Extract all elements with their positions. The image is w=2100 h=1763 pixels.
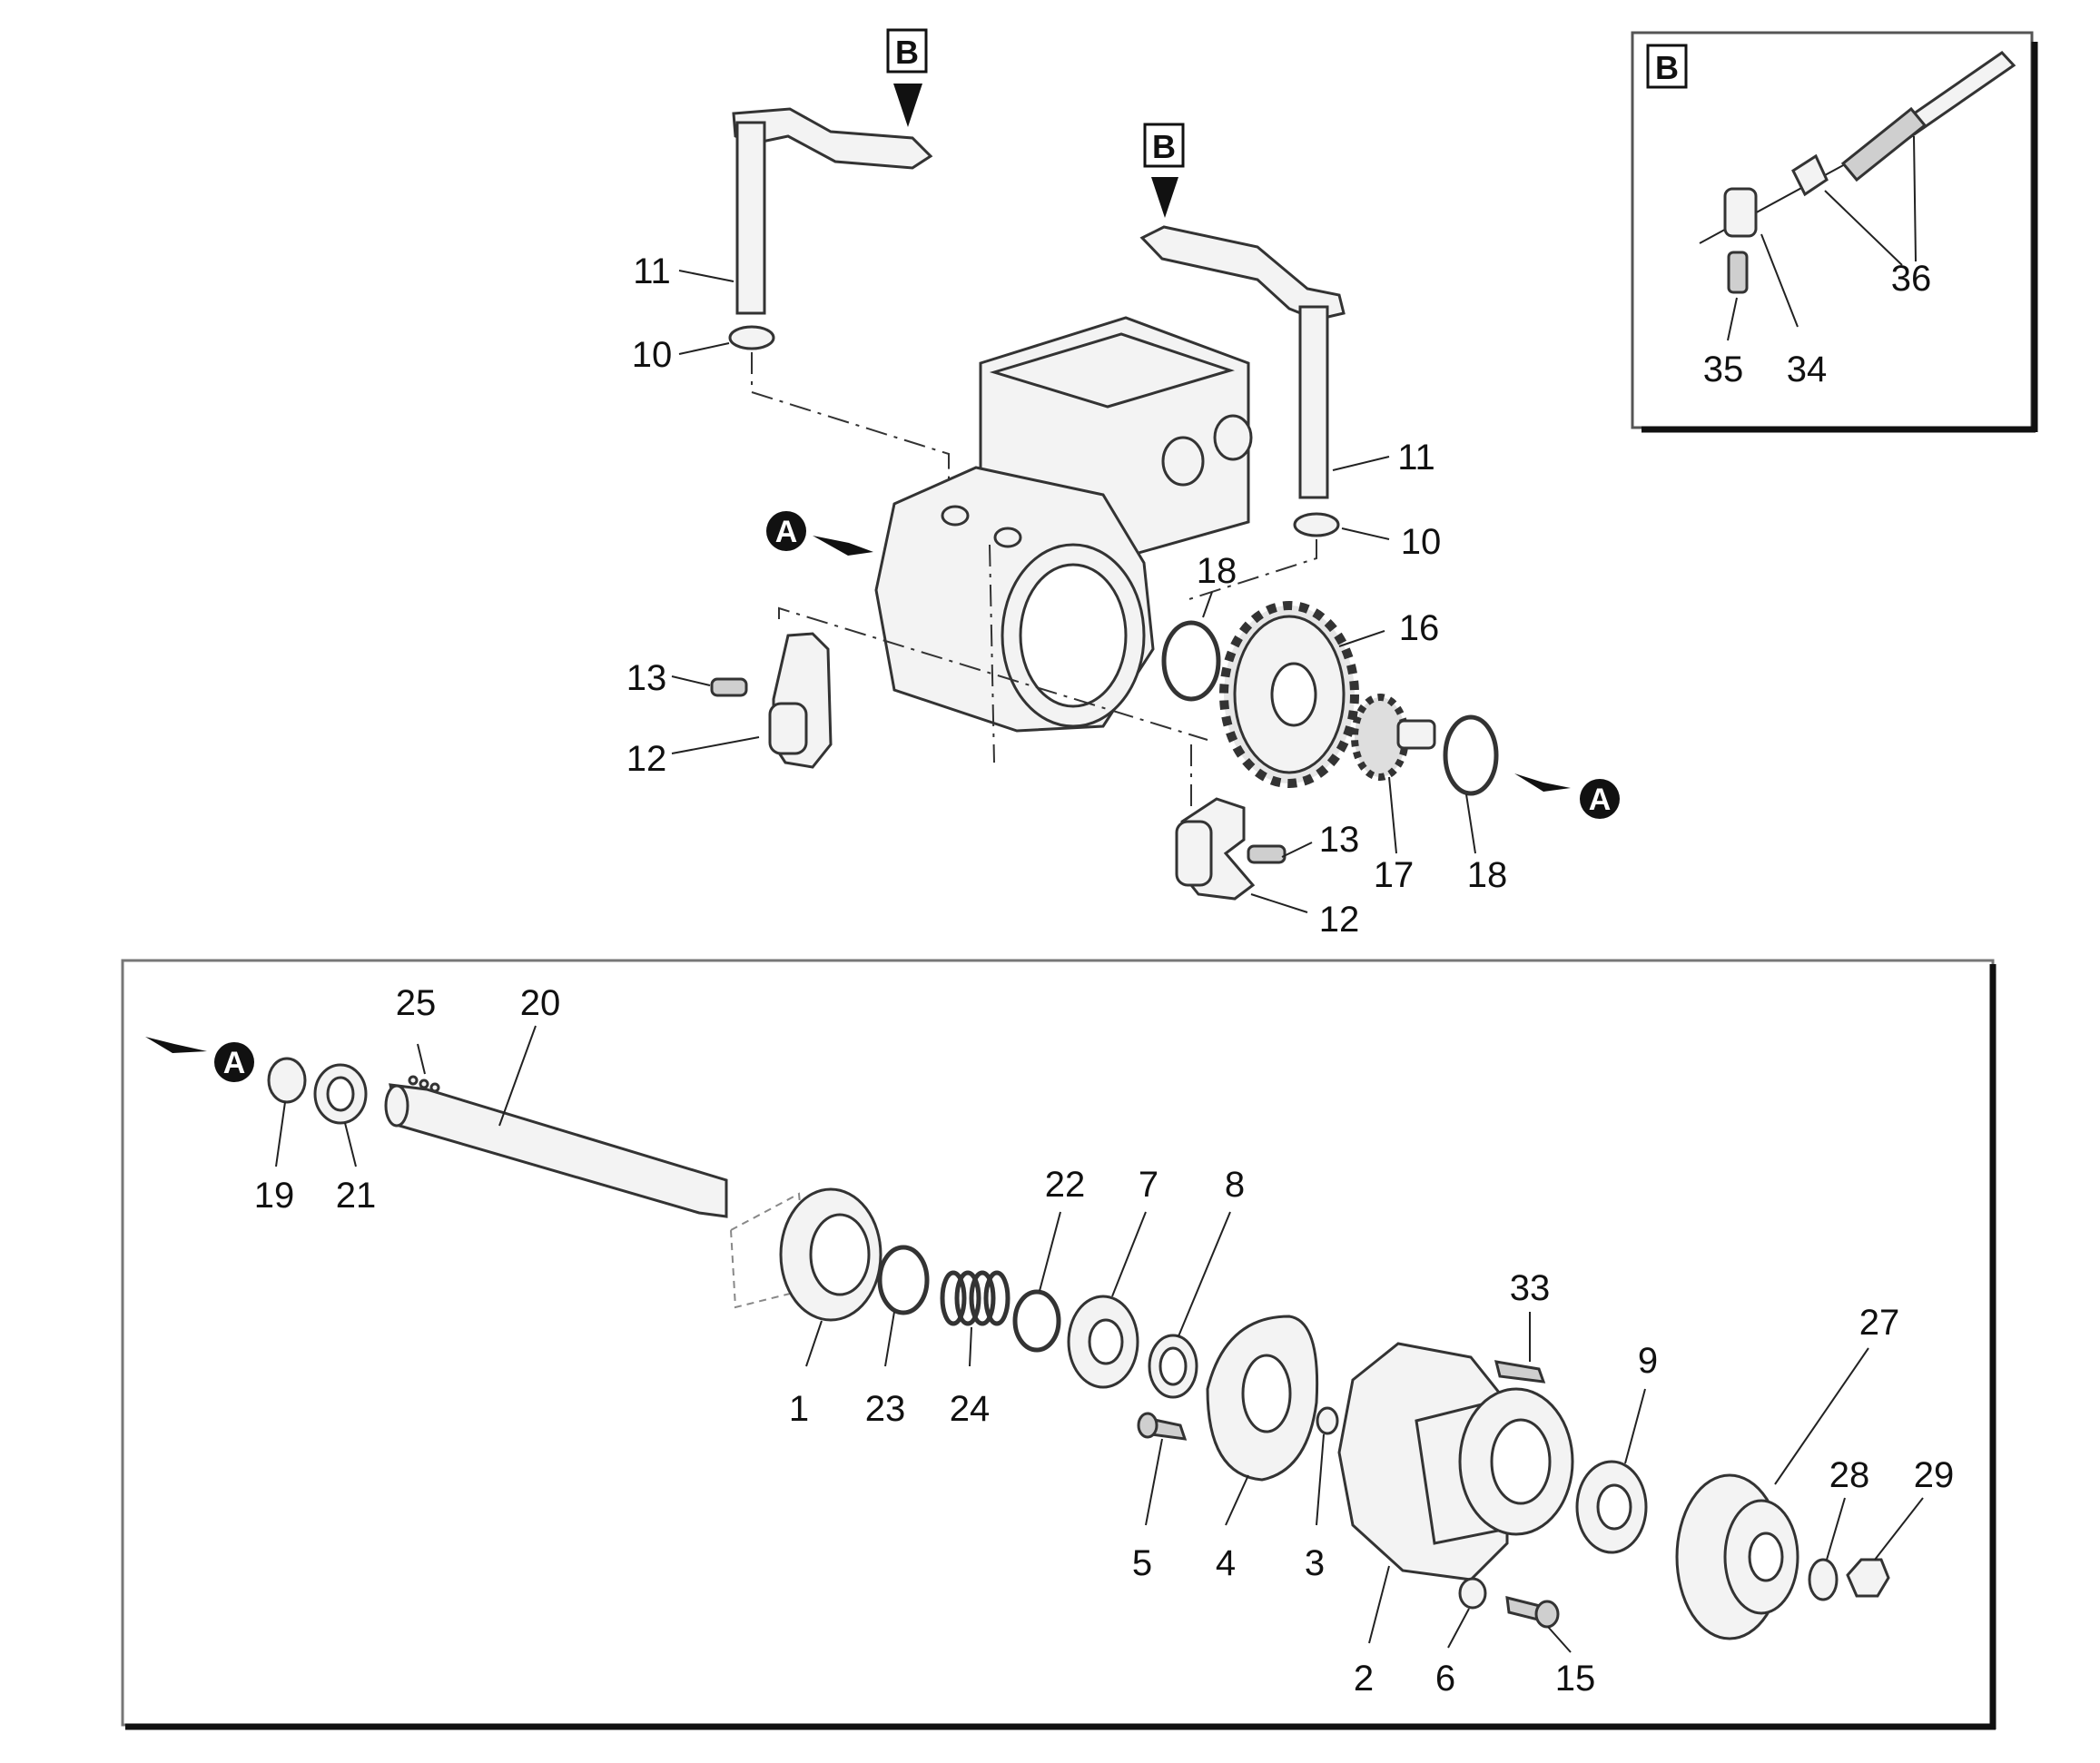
label-35: 35 (1703, 350, 1744, 389)
main-shaft-20 (389, 1083, 728, 1218)
adjuster-screw (1840, 106, 1927, 182)
plug-6 (1458, 1577, 1487, 1610)
label-1: 1 (789, 1389, 809, 1429)
label-15: 15 (1555, 1659, 1596, 1699)
label-5: 5 (1132, 1543, 1152, 1583)
ghost-outline (729, 1192, 810, 1309)
label-13-left: 13 (626, 658, 667, 698)
label-13-right: 13 (1319, 820, 1360, 860)
label-11-left: 11 (633, 251, 671, 291)
adjuster-nut (1791, 153, 1829, 197)
gear-17 (1351, 694, 1436, 781)
plate-4 (1206, 1315, 1319, 1482)
marker-b-right-text: B (1152, 128, 1176, 165)
washer-10-left (728, 325, 775, 350)
label-33: 33 (1510, 1268, 1551, 1308)
upper-gearbox-assembly: B B 11 10 11 10 (626, 28, 1620, 940)
label-18-upper: 18 (1197, 551, 1237, 591)
gearbox-housing (874, 316, 1253, 763)
label-20: 20 (520, 983, 561, 1023)
ring-23 (877, 1245, 930, 1315)
label-8: 8 (1225, 1165, 1245, 1205)
label-24: 24 (950, 1389, 991, 1429)
bearing-7 (1067, 1295, 1139, 1389)
marker-a-right-arrow (1514, 773, 1571, 792)
washer-10-right (1293, 512, 1340, 537)
dowel-3 (1316, 1406, 1339, 1435)
shaft-assembly-panel: A 19 21 25 20 1 23 (121, 959, 1996, 1730)
label-21: 21 (336, 1176, 377, 1216)
inset-b-title: B (1655, 49, 1679, 86)
label-29: 29 (1914, 1455, 1955, 1495)
hub-27 (1675, 1473, 1799, 1640)
cable-swivel (1723, 187, 1758, 238)
marker-a-shaft (214, 1042, 254, 1082)
washer-22 (1012, 1289, 1061, 1353)
label-2: 2 (1354, 1659, 1374, 1699)
nut-29 (1846, 1558, 1890, 1598)
swivel-screw (1727, 251, 1749, 294)
marker-a-right (1580, 779, 1620, 819)
marker-b-right-arrow (1151, 177, 1178, 218)
label-27: 27 (1859, 1303, 1900, 1343)
marker-a-shaft-text: A (223, 1046, 246, 1080)
snap-ring-18-right (1443, 714, 1499, 796)
shift-rod-left (735, 121, 766, 315)
shift-lever-arm-right (1139, 225, 1346, 321)
bushing-19 (267, 1057, 307, 1104)
marker-b-left-arrow (893, 84, 922, 127)
label-10-right: 10 (1401, 522, 1442, 562)
label-28: 28 (1829, 1455, 1870, 1495)
label-9: 9 (1638, 1341, 1658, 1381)
marker-a-housing-text: A (775, 515, 798, 549)
label-25: 25 (396, 983, 437, 1023)
gear-16 (1219, 601, 1359, 788)
label-3: 3 (1305, 1543, 1325, 1583)
label-6: 6 (1435, 1659, 1455, 1699)
marker-b-left-text: B (895, 34, 919, 71)
fork-screw-left (710, 677, 748, 697)
snap-ring-18-left (1161, 620, 1221, 702)
label-23: 23 (865, 1389, 906, 1429)
clutch-dog-1 (779, 1187, 882, 1322)
label-17: 17 (1374, 855, 1415, 895)
label-7: 7 (1139, 1165, 1158, 1205)
inset-b-badge (1646, 44, 1688, 89)
label-12-left: 12 (626, 739, 667, 779)
inset-b-panel: B 36 34 35 (1631, 31, 2038, 433)
bearing-9 (1575, 1460, 1648, 1554)
stud-33 (1494, 1360, 1546, 1384)
washer-28 (1808, 1558, 1839, 1601)
marker-a-housing (766, 511, 806, 551)
label-19: 19 (254, 1176, 295, 1216)
marker-b-right (1143, 123, 1185, 168)
fork-screw-right (1247, 844, 1287, 864)
marker-a-shaft-arrow (145, 1037, 207, 1053)
label-11-right: 11 (1397, 438, 1435, 478)
label-22: 22 (1045, 1165, 1086, 1205)
bearing-housing-2 (1337, 1342, 1574, 1581)
label-12-right: 12 (1319, 900, 1360, 940)
spring-24 (940, 1270, 1011, 1326)
shift-rod-right (1298, 305, 1329, 499)
label-18-lower: 18 (1467, 855, 1508, 895)
label-34: 34 (1787, 350, 1828, 389)
marker-b-left (886, 28, 928, 74)
label-36: 36 (1891, 259, 1932, 299)
label-4: 4 (1216, 1543, 1236, 1583)
label-10-left: 10 (632, 335, 673, 375)
marker-a-right-text: A (1589, 783, 1612, 817)
label-16: 16 (1399, 608, 1440, 648)
marker-a-housing-arrow (813, 536, 873, 556)
